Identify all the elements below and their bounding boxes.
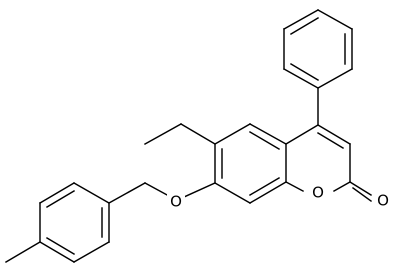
bond [317, 124, 351, 145]
bond [5, 241, 41, 263]
bond [180, 123, 216, 145]
bond [317, 68, 353, 89]
bond [249, 181, 287, 204]
carbonyl-oxygen-label: O [377, 192, 389, 210]
carbonyl-oxygen-background [374, 193, 392, 210]
bond [249, 177, 280, 196]
bond [214, 182, 251, 204]
bond [39, 241, 75, 263]
bond [46, 190, 75, 208]
bond [73, 241, 110, 263]
bond [317, 9, 353, 30]
bond [290, 63, 319, 81]
bond [290, 17, 319, 35]
bond [214, 123, 251, 145]
bond [108, 182, 146, 204]
bond [285, 181, 304, 192]
bond [285, 124, 319, 145]
bond [73, 182, 110, 204]
bond [351, 186, 373, 203]
bond [144, 123, 182, 145]
bond [249, 123, 287, 145]
bond [183, 182, 216, 198]
ring-oxygen-background [308, 185, 326, 202]
bond-lines [5, 9, 373, 263]
bond [283, 68, 319, 89]
bond [283, 9, 319, 30]
bond [333, 181, 351, 192]
ether-oxygen-label: O [170, 193, 182, 211]
bond [317, 132, 344, 149]
bond [39, 182, 75, 204]
bond [349, 181, 372, 196]
bond [144, 182, 170, 197]
ether-oxygen-background [167, 194, 185, 211]
atom-labels: O O O [167, 184, 392, 211]
bond [46, 237, 75, 255]
ring-oxygen-label: O [312, 184, 324, 202]
bond [249, 131, 280, 150]
